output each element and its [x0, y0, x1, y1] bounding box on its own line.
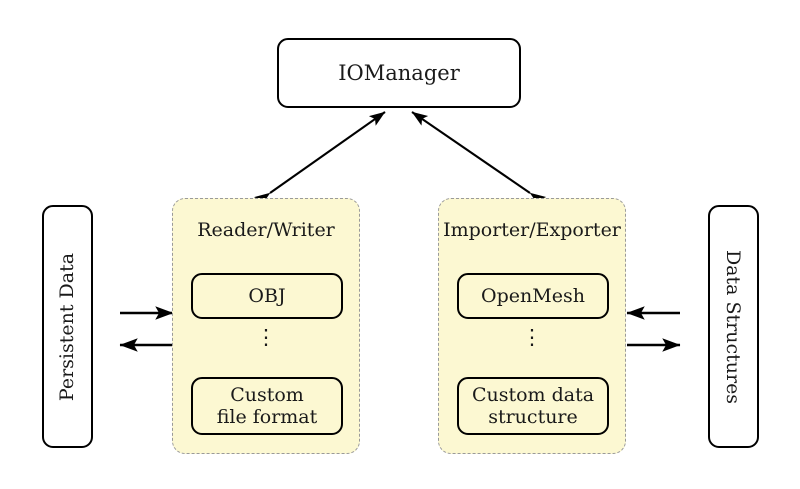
item-custom-file-format-line2: file format [216, 406, 318, 428]
panel-importer-exporter-ellipsis: ⋮ [521, 325, 543, 349]
item-obj-label: OBJ [248, 284, 286, 307]
panel-importer-exporter[interactable]: Importer/Exporter OpenMesh ⋮ Custom data… [438, 198, 626, 454]
node-data-structures-label: Data Structures [722, 249, 745, 404]
node-data-structures[interactable]: Data Structures [708, 205, 759, 448]
connector-iomanager-reader-writer [253, 111, 386, 207]
item-openmesh[interactable]: OpenMesh [457, 273, 609, 319]
item-custom-file-format-line1: Custom [230, 383, 304, 406]
node-persistent-data[interactable]: Persistent Data [42, 205, 93, 448]
item-openmesh-label: OpenMesh [481, 284, 585, 307]
panel-reader-writer[interactable]: Reader/Writer OBJ ⋮ Custom file format [172, 198, 360, 454]
item-custom-file-format[interactable]: Custom file format [191, 377, 343, 435]
item-obj[interactable]: OBJ [191, 273, 343, 319]
node-persistent-data-label: Persistent Data [56, 252, 79, 401]
item-custom-data-structure[interactable]: Custom data structure [457, 377, 609, 435]
panel-reader-writer-title: Reader/Writer [197, 219, 335, 241]
panel-importer-exporter-title: Importer/Exporter [443, 219, 621, 241]
connector-iomanager-importer-exporter [411, 111, 547, 207]
item-custom-data-structure-line1: Custom data [471, 383, 595, 406]
item-custom-data-structure-line2: structure [488, 406, 578, 428]
node-iomanager[interactable]: IOManager [277, 38, 521, 108]
panel-reader-writer-ellipsis: ⋮ [255, 325, 277, 349]
node-iomanager-label: IOManager [338, 61, 460, 85]
